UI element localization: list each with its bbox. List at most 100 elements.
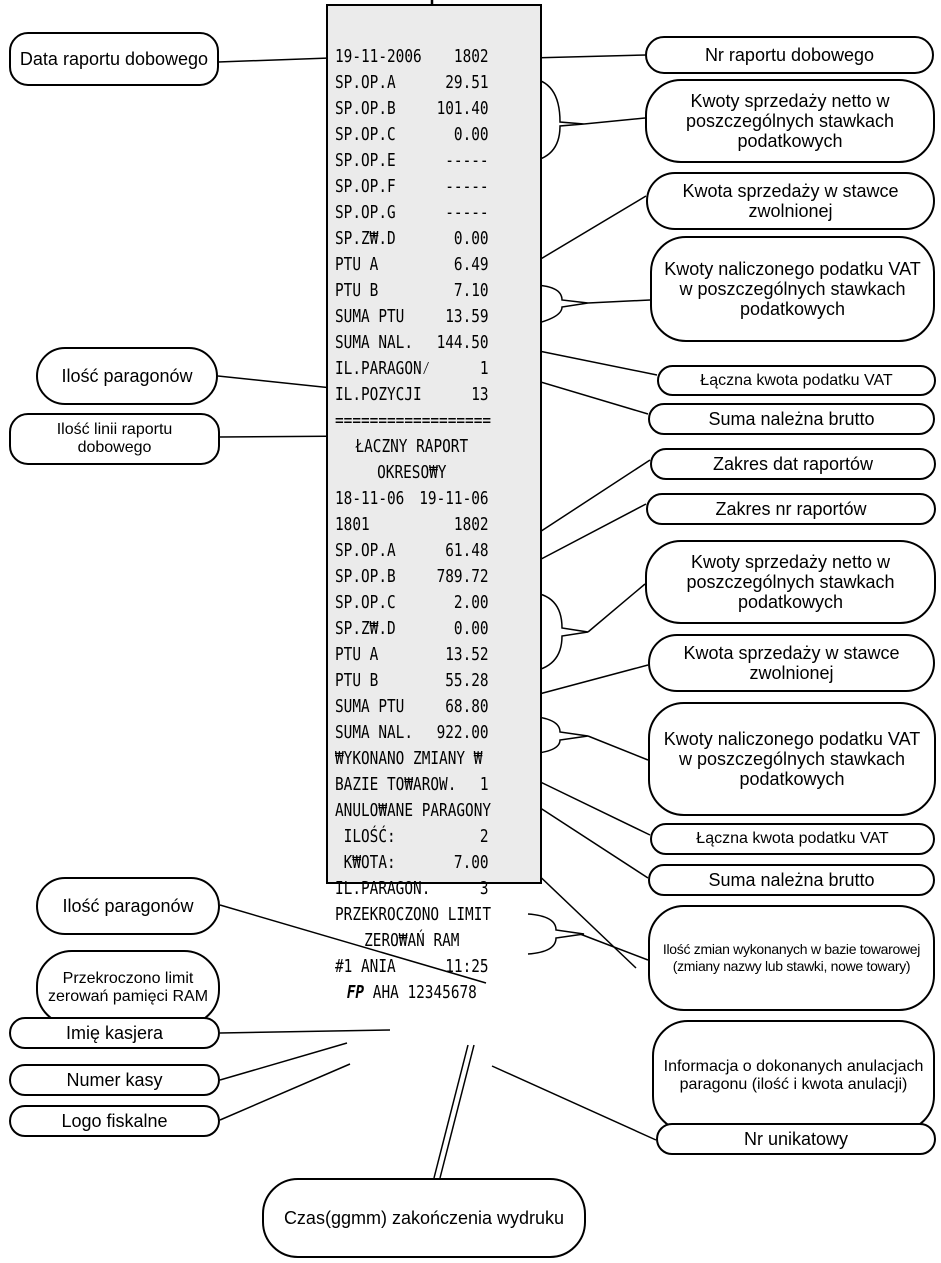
- brace-anulacje: [527, 913, 585, 955]
- leader-ilosc-paragonow-2: [219, 904, 487, 984]
- receipt-line-value: 55.28: [445, 670, 489, 691]
- receipt-line-value: 7.00: [453, 852, 489, 873]
- receipt-line: SP.OP.B 789.72: [335, 564, 489, 590]
- receipt-line: ==================: [335, 408, 491, 434]
- receipt-line-text: AHA 12345678: [372, 982, 477, 1003]
- receipt-line-value: 101.40: [436, 98, 489, 119]
- receipt-line-label: BAZIE TO₩AROW.: [335, 774, 457, 795]
- callout-suma-brutto-1: Suma należna brutto: [648, 403, 935, 435]
- receipt-line-label: PTU A: [335, 254, 379, 275]
- callout-zakres-dat: Zakres dat raportów: [650, 448, 936, 480]
- receipt-line-label: SP.Z₩.D: [335, 228, 396, 249]
- callout-czas: Czas(ggmm) zakończenia wydruku: [262, 1178, 586, 1258]
- leader-anulacje: [579, 933, 649, 961]
- receipt-line-label: SUMA NAL.: [335, 332, 414, 353]
- receipt-line: SP.Z₩.D 0.00: [335, 616, 489, 642]
- receipt-line: SP.OP.B 101.40: [335, 96, 489, 122]
- receipt-line-value: 29.51: [445, 72, 489, 93]
- leader-czas-2: [439, 1044, 475, 1179]
- receipt-line-label: SP.Z₩.D: [335, 618, 396, 639]
- receipt-line: SP.OP.A 61.48: [335, 538, 489, 564]
- receipt-line-value: 1: [479, 774, 489, 795]
- receipt-line-label: SP.OP.C: [335, 592, 396, 613]
- receipt-line-label: SP.OP.A: [335, 72, 396, 93]
- receipt-line-value: 68.80: [445, 696, 489, 717]
- callout-zakres-nr: Zakres nr raportów: [646, 493, 936, 525]
- receipt-line-value: 1: [479, 358, 489, 379]
- receipt-line-label: 19-11-2006: [335, 46, 422, 67]
- receipt-line-value: 6.49: [453, 254, 489, 275]
- receipt-line: SUMA NAL. 144.50: [335, 330, 489, 356]
- receipt-line-label: SP.OP.A: [335, 540, 396, 561]
- receipt-line-label: ₩YKONANO ZMIANY ₩: [335, 748, 483, 769]
- leader-zakres-dat: [525, 459, 651, 542]
- receipt-line: SP.OP.G-----: [335, 200, 489, 226]
- receipt-line: ₩YKONANO ZMIANY ₩: [335, 746, 489, 772]
- receipt-line: ZERO₩AŃ RAM: [335, 928, 489, 954]
- receipt-line: K₩OTA: 7.00: [335, 850, 489, 876]
- callout-logo-fiskalne: Logo fiskalne: [9, 1105, 220, 1137]
- receipt-line-value: 13.59: [445, 306, 489, 327]
- leader-netto-1: [583, 117, 646, 125]
- callout-data-raportu: Data raportu dobowego: [9, 32, 219, 86]
- callout-ilosc-paragonow-1: Ilość paragonów: [36, 347, 218, 405]
- leader-vat-2: [587, 735, 649, 761]
- leader-numer-kasy: [219, 1042, 348, 1081]
- callout-suma-brutto-2: Suma należna brutto: [648, 864, 935, 896]
- receipt-line-label: IL.POZYCJI: [335, 384, 422, 405]
- receipt-line: PTU A 6.49: [335, 252, 489, 278]
- receipt-line-value: 13: [471, 384, 489, 405]
- receipt-line-label: 18-11-06: [335, 488, 405, 509]
- leader-netto-2: [587, 583, 646, 633]
- receipt-line-value: 0.00: [453, 124, 489, 145]
- receipt-paper: [326, 4, 542, 884]
- receipt-line: IL.PARAGON⁄ 1: [335, 356, 489, 382]
- receipt-line: PRZEKROCZONO LIMIT: [335, 902, 491, 928]
- receipt-line-text: ŁACZNY RAPORT: [355, 436, 469, 457]
- leader-laczna-vat-2: [527, 775, 651, 836]
- receipt-line-value: 7.10: [453, 280, 489, 301]
- receipt-line-value: -----: [445, 176, 489, 197]
- receipt-line-label: PTU B: [335, 280, 379, 301]
- receipt-line: FP AHA 12345678: [335, 980, 489, 1006]
- receipt-line-label: PTU B: [335, 670, 379, 691]
- receipt-line: SUMA NAL.922.00: [335, 720, 489, 746]
- receipt-line-value: 11:25: [445, 956, 489, 977]
- receipt-line-value: 61.48: [445, 540, 489, 561]
- receipt-line-label: SP.OP.F: [335, 176, 396, 197]
- receipt-line-label: IL.PARAGON⁄: [335, 358, 431, 379]
- callout-kwoty-vat-1: Kwoty naliczonego podatku VAT w poszczeg…: [650, 236, 935, 342]
- leader-czas-1: [433, 1044, 469, 1179]
- receipt-line-label: 1801: [335, 514, 370, 535]
- callout-kwoty-netto-2: Kwoty sprzedaży netto w poszczególnych s…: [645, 540, 936, 624]
- receipt-line-value: 789.72: [436, 566, 489, 587]
- receipt-line-label: SP.OP.B: [335, 98, 396, 119]
- callout-imie-kasjera: Imię kasjera: [9, 1017, 220, 1049]
- leader-zakres-nr: [525, 503, 647, 568]
- callout-laczna-vat-2: Łączna kwota podatku VAT: [650, 823, 935, 855]
- leader-vat-1: [587, 299, 651, 304]
- leader-imie-kasjera: [219, 1029, 391, 1034]
- receipt-line-label: ANULO₩ANE PARAGONY: [335, 800, 492, 821]
- callout-ilosc-zmian: Ilość zmian wykonanych w bazie towarowej…: [648, 905, 935, 1011]
- leader-nr-raportu: [529, 54, 647, 59]
- leader-suma-brutto-2: [527, 799, 649, 879]
- receipt-line-label: K₩OTA:: [335, 852, 396, 873]
- receipt-line-value: 144.50: [436, 332, 489, 353]
- receipt-line: ILOŚĆ:2: [335, 824, 489, 850]
- receipt-line: ŁACZNY RAPORT: [335, 434, 489, 460]
- receipt-line-text: ZERO₩AŃ RAM: [364, 930, 460, 951]
- receipt-line-label: SP.OP.B: [335, 566, 396, 587]
- receipt-line-label: #1 ANIA: [335, 956, 396, 977]
- callout-kwoty-vat-2: Kwoty naliczonego podatku VAT w poszczeg…: [648, 702, 936, 816]
- receipt-line-value: 0.00: [453, 618, 489, 639]
- receipt-line: #1 ANIA 11:25: [335, 954, 489, 980]
